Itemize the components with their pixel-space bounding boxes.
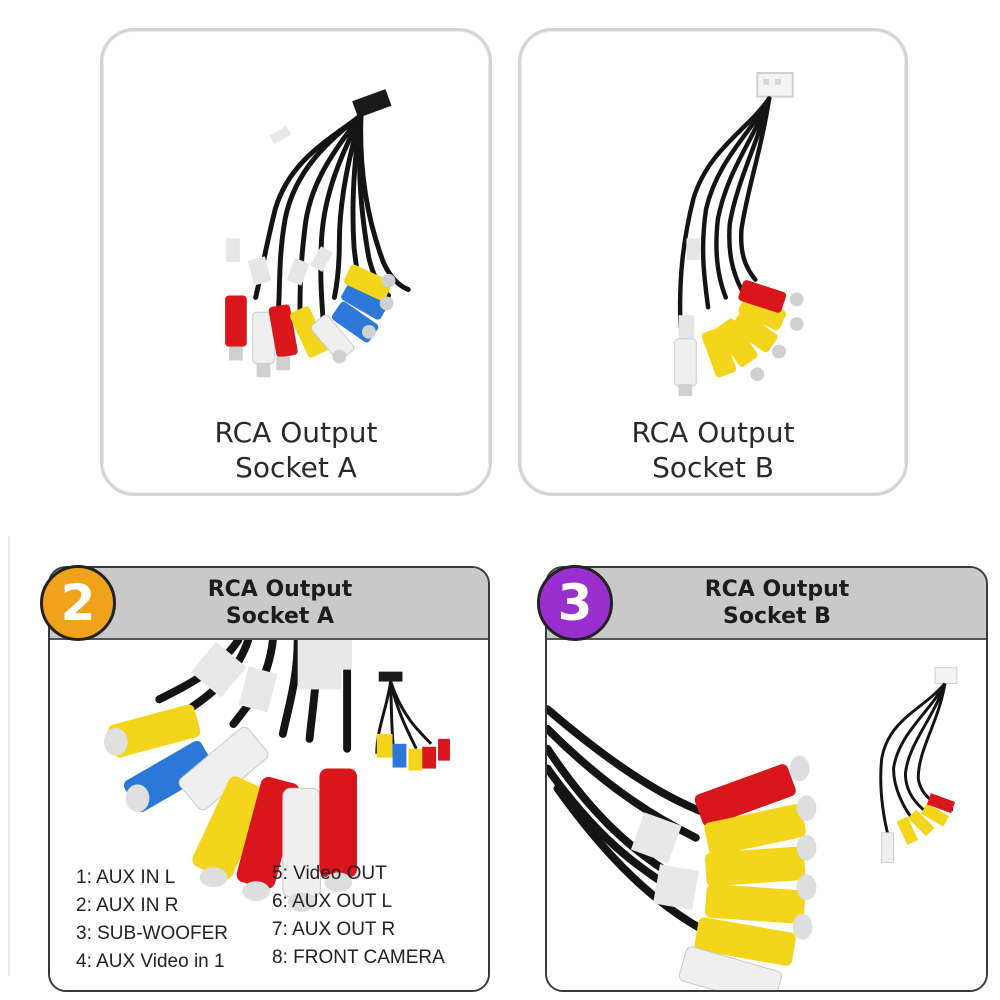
legend-item-6: 6: AUX OUT L [272,891,393,912]
socket-a-legend-right: 5: Video OUT 6: AUX OUT L 7: AUX OUT R 8… [272,860,445,972]
legend-item-4: 4: AUX Video in 1 [76,951,225,972]
legend-item-5: 5: Video OUT [272,863,387,884]
panel-socket-b-title-line1: RCA Output [704,577,850,602]
legend-item-8: 8: FRONT CAMERA [272,947,445,968]
socket-b-photo-card: RCA Output Socket B [518,28,908,496]
panel-socket-a-header: RCA Output Socket A [50,568,488,640]
socket-a-caption-line1: RCA Output [214,416,378,449]
socket-a-photo-card: RCA Output Socket A [100,28,492,496]
panel-2-number-badge: 2 [40,565,116,641]
panel-socket-b-title: RCA Output Socket B [657,576,897,630]
panel-socket-a: RCA Output Socket A [48,566,490,992]
socket-b-caption-line2: Socket B [652,451,774,484]
legend-item-7: 7: AUX OUT R [272,919,396,940]
socket-a-caption-line2: Socket A [235,451,357,484]
panel-socket-b-body [547,640,986,990]
socket-a-cable-illustration [225,89,411,378]
panel-socket-a-body [50,640,488,990]
panel-socket-a-title: RCA Output Socket A [160,576,400,630]
panel-socket-a-title-line2: Socket A [225,604,335,629]
panel-socket-a-title-line1: RCA Output [207,577,353,602]
socket-a-caption: RCA Output Socket A [103,415,489,485]
panel-socket-b-title-line2: Socket B [723,604,831,629]
socket-b-caption-line1: RCA Output [631,416,795,449]
side-divider-line [8,536,10,976]
legend-item-1: 1: AUX IN L [76,867,176,888]
legend-item-3: 3: SUB-WOOFER [76,923,229,944]
legend-item-2: 2: AUX IN R [76,895,179,916]
panel-socket-b: RCA Output Socket B [545,566,988,992]
panel-3-number-badge: 3 [537,565,613,641]
panel-socket-b-header: RCA Output Socket B [547,568,986,640]
socket-a-legend-left: 1: AUX IN L 2: AUX IN R 3: SUB-WOOFER 4:… [76,864,228,976]
socket-b-cable-illustration [674,71,804,396]
socket-a-closeup-illustration [103,640,450,912]
socket-b-closeup-illustration [547,667,958,990]
socket-b-caption: RCA Output Socket B [521,415,905,485]
